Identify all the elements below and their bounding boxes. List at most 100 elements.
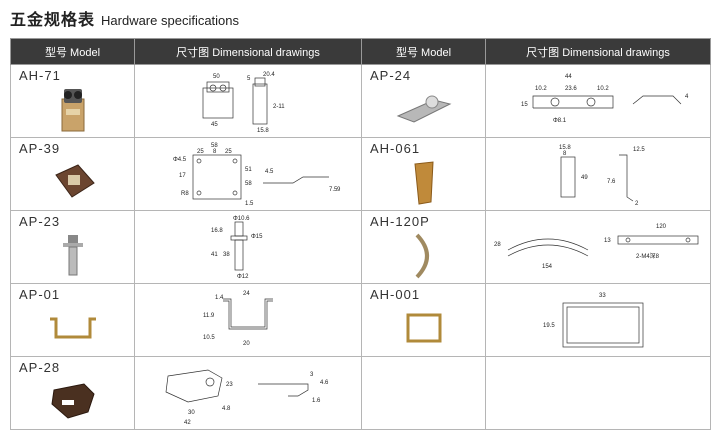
dimension-label: 120 — [656, 224, 667, 230]
dimension-label: 23 — [226, 382, 233, 388]
dimension-label: 4.6 — [320, 380, 329, 386]
dimension-label: 23.6 — [565, 86, 577, 92]
dimension-label: 8 — [563, 151, 567, 157]
dimension-label: 25 — [225, 149, 232, 155]
header-model-right: 型号 Model — [361, 38, 486, 65]
dimension-label: 25 — [197, 149, 204, 155]
dimension-label: 12.5 — [633, 147, 645, 153]
model-label: AP-24 — [370, 68, 412, 83]
dimension-drawing: 24 1.4 11.9 10.5 20 — [135, 284, 361, 356]
dimension-label: 2-M4深8 — [636, 252, 660, 260]
model-cell: AP-01 — [10, 283, 135, 357]
dimension-label: 38 — [223, 252, 230, 258]
dimension-label: 15.8 — [257, 128, 269, 134]
product-photo — [11, 375, 134, 429]
product-photo — [11, 229, 134, 283]
dimension-drawing: Φ10.6 16.8 Φ15 41 38 Φ12 — [135, 211, 361, 283]
model-label: AP-28 — [19, 360, 61, 375]
dimension-label: 58 — [211, 143, 218, 149]
dimension-drawing: 33 19.5 — [486, 284, 710, 356]
model-cell-empty — [361, 356, 486, 430]
table-row: AP-39 58 25 — [10, 137, 711, 211]
page-title: 五金规格表 Hardware specifications — [10, 6, 239, 32]
dimension-label: 4.8 — [222, 406, 231, 412]
dimension-label: 41 — [211, 252, 218, 258]
dimension-label: Φ15 — [251, 234, 263, 240]
dimension-label: Φ4.5 — [173, 157, 187, 163]
drawing-cell: Φ10.6 16.8 Φ15 41 38 Φ12 — [134, 210, 362, 284]
dimension-label: 30 — [188, 410, 195, 416]
dimension-label: 2 — [635, 201, 639, 207]
model-label: AH-061 — [370, 141, 421, 156]
table-row: AP-23 Φ10.6 16.8 — [10, 210, 711, 284]
model-label: AH-71 — [19, 68, 61, 83]
dimension-label: 50 — [213, 74, 220, 80]
dimension-label: 7.5 — [329, 187, 338, 193]
dimension-label: 33 — [599, 293, 606, 299]
dimension-label: 20 — [243, 341, 250, 347]
dimension-label: 17 — [179, 173, 186, 179]
dimension-label: 13 — [604, 238, 611, 244]
drawing-cell-empty — [485, 356, 711, 430]
dimension-drawing: 58 25 8 25 Φ4.5 17 51 58 R8 1.5 4.5 7.5 … — [135, 138, 361, 210]
dimension-label: 15.8 — [559, 145, 571, 151]
drawing-cell: 44 10.2 23.6 10.2 15 Φ8.1 4 — [485, 64, 711, 138]
header-model-left: 型号 Model — [10, 38, 135, 65]
drawing-cell: 58 25 8 25 Φ4.5 17 51 58 R8 1.5 4.5 7.5 … — [134, 137, 362, 211]
table-row: AH-71 — [10, 64, 711, 138]
dimension-label: 44 — [565, 74, 572, 80]
model-cell: AH-001 — [361, 283, 486, 357]
drawing-cell: 120 28 13 154 2-M4深8 — [485, 210, 711, 284]
dimension-label: 16.8 — [211, 228, 223, 234]
dimension-label: 5 — [247, 76, 251, 82]
model-label: AP-01 — [19, 287, 61, 302]
drawing-cell: 24 1.4 11.9 10.5 20 — [134, 283, 362, 357]
dimension-label: 24 — [243, 291, 250, 297]
dimension-label: 42 — [184, 420, 191, 426]
model-label: AP-23 — [19, 214, 61, 229]
product-photo — [362, 156, 485, 210]
dimension-label: 4.5 — [265, 169, 274, 175]
dimension-drawing: 50 20.4 45 15.8 2-11 5 — [135, 65, 361, 137]
product-photo — [362, 83, 485, 137]
drawing-cell: 50 20.4 45 15.8 2-11 5 — [134, 64, 362, 138]
model-cell: AP-28 — [10, 356, 135, 430]
dimension-drawing: 44 10.2 23.6 10.2 15 Φ8.1 4 — [486, 65, 710, 137]
model-label: AH-001 — [370, 287, 421, 302]
dimension-label: 2-11 — [273, 104, 285, 110]
dimension-label: 51 — [245, 167, 252, 173]
model-label: AH-120P — [370, 214, 430, 229]
header-dims-left: 尺寸图 Dimensional drawings — [134, 38, 362, 65]
dimension-label: 10.2 — [597, 86, 609, 92]
model-cell: AH-120P — [361, 210, 486, 284]
drawing-cell: 23 30 42 4.8 3 4.6 1.6 — [134, 356, 362, 430]
dimension-label: 11.9 — [203, 313, 215, 319]
product-photo — [11, 156, 134, 210]
dimension-label: 1.6 — [312, 398, 321, 404]
dimension-drawing: 23 30 42 4.8 3 4.6 1.6 — [135, 357, 361, 429]
model-cell: AH-061 — [361, 137, 486, 211]
dimension-label: 1.5 — [245, 201, 254, 207]
drawing-cell: 33 19.5 — [485, 283, 711, 357]
model-cell: AP-24 — [361, 64, 486, 138]
dimension-label: 1.4 — [215, 295, 224, 301]
dimension-label: R8 — [181, 191, 189, 197]
dimension-label: 10.5 — [203, 335, 215, 341]
dimension-label: 45 — [211, 122, 218, 128]
model-cell: AP-39 — [10, 137, 135, 211]
dimension-label: 154 — [542, 264, 553, 270]
model-cell: AH-71 — [10, 64, 135, 138]
dimension-label: Φ10.6 — [233, 216, 250, 222]
dimension-label: 3 — [310, 372, 314, 378]
drawing-cell: 15.8 8 12.5 49 7.6 2 — [485, 137, 711, 211]
dimension-label: 7.6 — [607, 179, 616, 185]
dimension-label: 58 — [245, 181, 252, 187]
model-cell: AP-23 — [10, 210, 135, 284]
dimension-label: Φ8.1 — [553, 118, 567, 124]
header-dims-right: 尺寸图 Dimensional drawings — [485, 38, 711, 65]
title-cn: 五金规格表 — [10, 10, 96, 29]
dimension-label: 20.4 — [263, 72, 275, 78]
dimension-drawing: 15.8 8 12.5 49 7.6 2 — [486, 138, 710, 210]
dimension-label: Φ12 — [237, 274, 249, 280]
product-photo — [11, 83, 134, 137]
